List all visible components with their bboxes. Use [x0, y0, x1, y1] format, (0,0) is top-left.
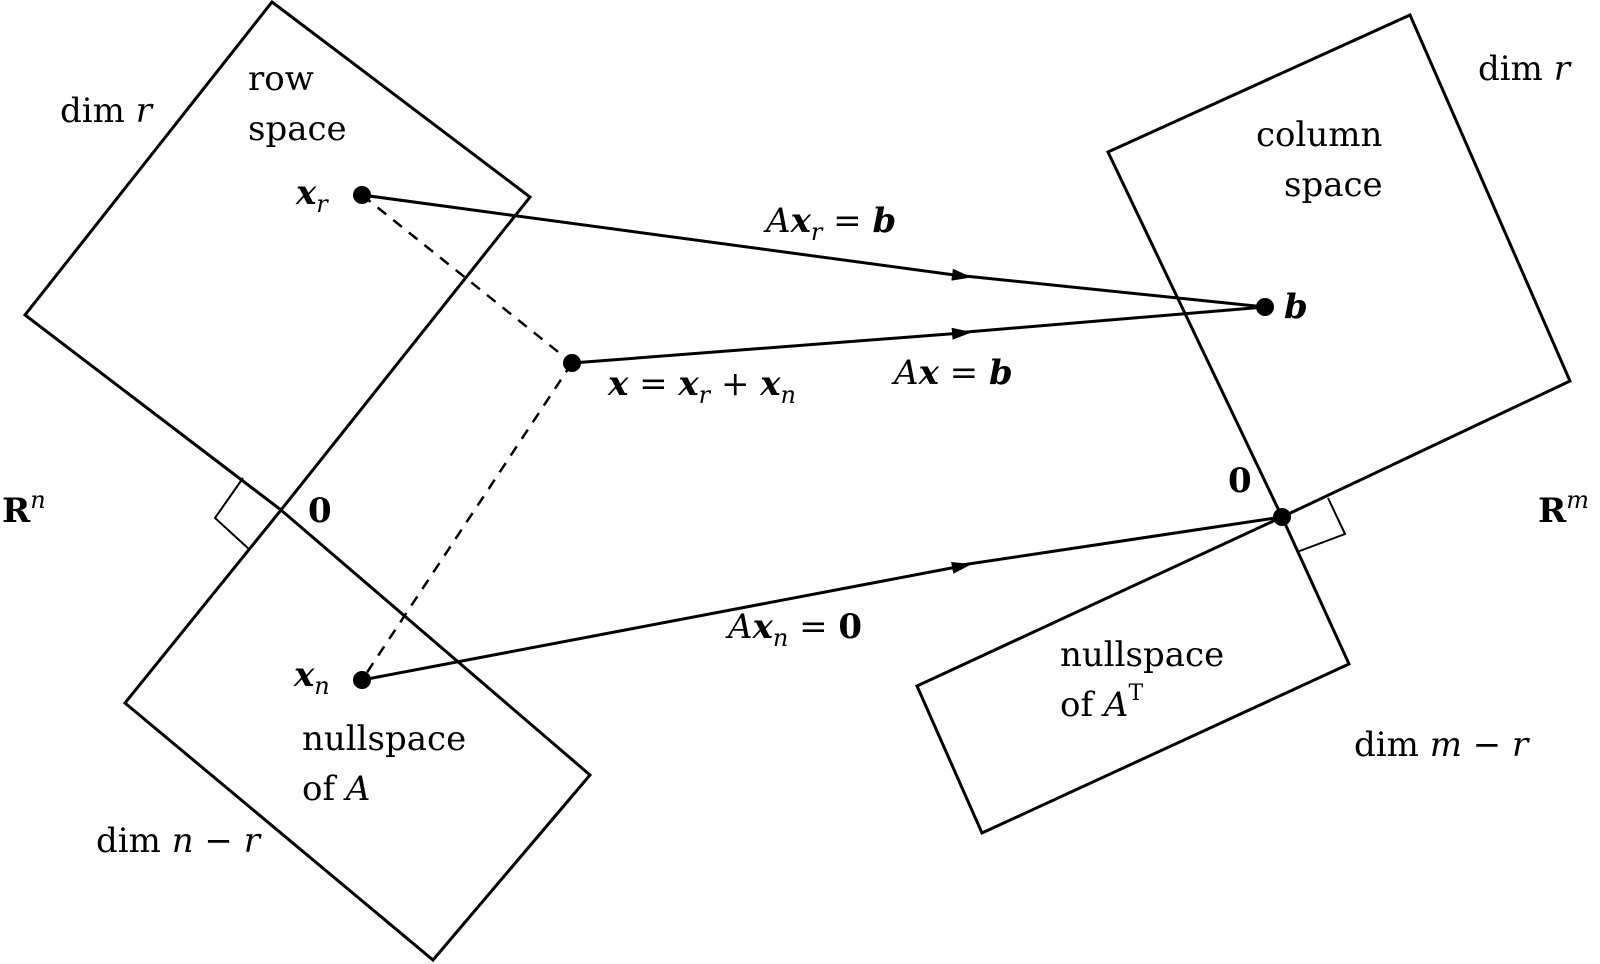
right-origin-label: 0 — [1228, 461, 1252, 501]
left-origin-label: 0 — [308, 491, 332, 531]
rm-space-label: Rm — [1538, 486, 1589, 531]
nullspace-dim-label: dim n − r — [96, 821, 262, 861]
arrow-xr-to-b-part2 — [954, 273, 1266, 309]
row-space-dim-label: dim r — [60, 91, 154, 131]
point-b-label: b — [1284, 287, 1308, 327]
right-angle-marker-left — [213, 477, 251, 551]
rn-space-label: Rn — [2, 486, 46, 531]
arrow-x-to-b-part2 — [954, 305, 1266, 335]
point-xn — [353, 671, 371, 689]
dashed-line-xr-to-x — [361, 194, 573, 364]
map-middle-label: Ax = b — [891, 353, 1013, 393]
arrow-xr-to-b-part1 — [361, 193, 972, 281]
arrow-xn-to-zero-part2 — [954, 515, 1283, 568]
nullspace-label-line2: of A — [302, 769, 370, 809]
right-angle-marker-right — [1296, 497, 1347, 553]
row-space-label-line2: space — [248, 109, 347, 149]
point-xn-label: xn — [293, 655, 330, 700]
map-top-label: Axr = b — [763, 201, 896, 246]
dashed-line-x-to-xn — [360, 362, 574, 681]
left-nullspace-label-line2: of AT — [1060, 681, 1143, 725]
arrow-x-to-b-part1 — [571, 327, 972, 365]
nullspace-label-line1: nullspace — [302, 719, 466, 759]
arrow-xn-to-zero-part1 — [361, 561, 972, 682]
column-space-rectangle — [1105, 13, 1572, 519]
point-x — [563, 354, 581, 372]
point-b — [1256, 298, 1274, 316]
column-space-label-line2: space — [1284, 165, 1383, 205]
nullspace-rectangle — [122, 507, 593, 963]
left-nullspace-label-line1: nullspace — [1060, 635, 1224, 675]
left-nullspace-dim-label: dim m − r — [1354, 725, 1530, 765]
left-nullspace-rectangle — [915, 515, 1351, 835]
point-xr — [353, 186, 371, 204]
column-space-label-line1: column — [1256, 115, 1382, 155]
point-origin-right — [1273, 508, 1291, 526]
point-x-label: x = xr + xn — [607, 364, 796, 409]
row-space-label-line1: row — [248, 59, 314, 99]
map-bottom-label: Axn = 0 — [725, 607, 862, 652]
point-xr-label: xr — [295, 173, 329, 218]
column-space-dim-label: dim r — [1478, 49, 1572, 89]
